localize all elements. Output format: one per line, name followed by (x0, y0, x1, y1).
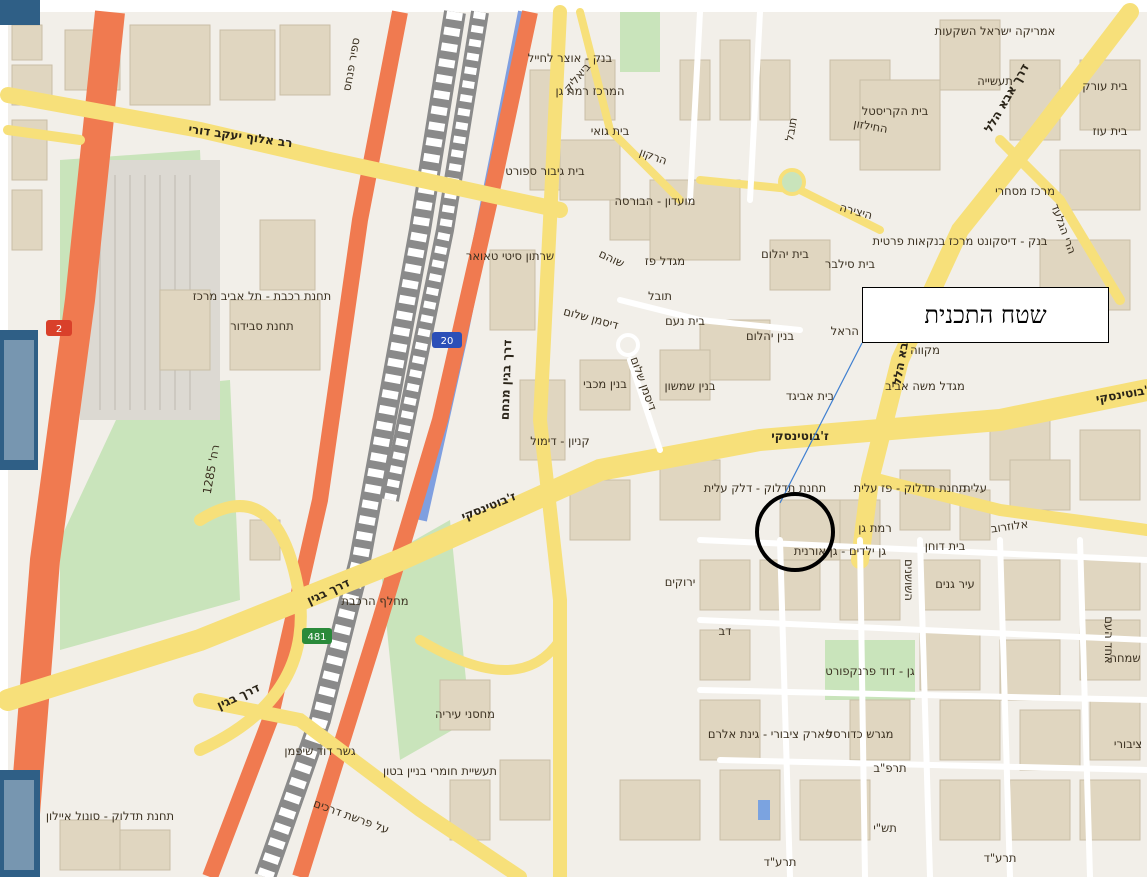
svg-text:2: 2 (56, 324, 62, 335)
svg-text:ירוקים: ירוקים (665, 575, 696, 589)
svg-text:20: 20 (441, 336, 454, 347)
svg-text:שמחה: שמחה (1110, 651, 1141, 665)
svg-text:מחלף הרכבת: מחלף הרכבת (341, 594, 408, 608)
shield-20: 20 (432, 332, 462, 348)
svg-text:בנק - דיסקונט מרכז בנקאות פרטי: בנק - דיסקונט מרכז בנקאות פרטית (873, 234, 1048, 248)
svg-text:תש"י: תש"י (873, 821, 897, 835)
svg-text:תחנת תדלוק - דלק עלית: תחנת תדלוק - דלק עלית (704, 481, 827, 495)
shield-2: 2 (46, 320, 72, 336)
buildings (11, 19, 1141, 871)
plan-area-label: שטח התכנית (924, 300, 1047, 329)
shield-481: 481 (302, 628, 332, 644)
place-labels: בנק - אוצר לחייל המרכז רמת גן בית גואי ב… (46, 24, 1142, 869)
svg-text:בית עורק: בית עורק (1082, 79, 1128, 93)
svg-text:פארק ציבורי - גינת אלרם: פארק ציבורי - גינת אלרם (708, 727, 832, 741)
svg-text:בית עוז: בית עוז (1093, 124, 1128, 138)
svg-text:גשר דוד שיפמן: גשר דוד שיפמן (284, 744, 355, 758)
svg-text:בית גואי: בית גואי (591, 124, 630, 138)
minor-roads (617, 9, 1147, 877)
railway-track (254, 10, 489, 877)
svg-text:בנין שמשון: בנין שמשון (665, 379, 716, 393)
svg-text:קניון - דימול: קניון - דימול (530, 434, 589, 448)
svg-text:בית דוחן: בית דוחן (925, 539, 966, 553)
svg-text:תחנת רכבת - תל אביב מרכז: תחנת רכבת - תל אביב מרכז (193, 289, 331, 303)
svg-text:תובל: תובל (648, 289, 672, 303)
svg-text:גן - דוד פרנקפורט: גן - דוד פרנקפורט (825, 664, 915, 678)
svg-text:עלית: עלית (963, 481, 987, 495)
svg-text:תעשייה: תעשייה (977, 74, 1013, 88)
svg-text:בית סילבר: בית סילבר (825, 257, 875, 271)
svg-text:החילזון: החילזון (853, 116, 889, 136)
svg-text:מגדל פז: מגדל פז (645, 254, 685, 268)
svg-text:בנין יהלום: בנין יהלום (746, 329, 794, 343)
plan-area-callout: שטח התכנית (862, 287, 1109, 343)
roundabout (778, 168, 806, 196)
svg-text:רמת גן: רמת גן (858, 521, 891, 535)
svg-text:בית נעם: בית נעם (665, 314, 705, 328)
svg-text:תובל: תובל (782, 116, 800, 142)
svg-text:דרך בגין מנחם: דרך בגין מנחם (498, 339, 515, 420)
svg-text:תרע"ד: תרע"ד (984, 851, 1017, 865)
svg-text:השושנים: השושנים (902, 559, 916, 601)
highway-ayalon (5, 10, 538, 877)
svg-text:מרכז מסחרי: מרכז מסחרי (995, 184, 1055, 198)
svg-text:אמריקה ישראל השקעות: אמריקה ישראל השקעות (935, 24, 1056, 38)
svg-text:481: 481 (307, 632, 326, 643)
svg-text:בנין מכבי: בנין מכבי (583, 377, 627, 391)
svg-text:מקווה: מקווה (910, 343, 940, 357)
svg-text:המרכז רמת גן: המרכז רמת גן (556, 84, 625, 98)
svg-text:בית הקריסטל: בית הקריסטל (862, 104, 929, 118)
emblem-left-top (0, 0, 40, 25)
callout-leader-line (779, 342, 863, 504)
svg-text:בנק - אוצר לחייל: בנק - אוצר לחייל (528, 51, 613, 65)
pool-marker (758, 800, 770, 820)
svg-text:תרע"ד: תרע"ד (764, 855, 797, 869)
svg-text:תחנת תדלוק - סונול איילון: תחנת תדלוק - סונול איילון (46, 809, 174, 823)
svg-text:מגדל משה אביב: מגדל משה אביב (885, 379, 965, 393)
roundabout-2 (616, 333, 640, 357)
svg-text:מחסני עיריה: מחסני עיריה (435, 707, 495, 721)
svg-text:דב: דב (719, 624, 732, 638)
svg-text:שרתון סיטי טאואר: שרתון סיטי טאואר (466, 249, 554, 263)
major-roads (0, 3, 1147, 877)
svg-text:ז'בוטינסקי: ז'בוטינסקי (771, 429, 829, 443)
svg-text:ציבורי: ציבורי (1114, 737, 1142, 751)
svg-text:גן ילדים - גן אורנית: גן ילדים - גן אורנית (794, 544, 886, 558)
svg-text:מגרש כדורסל: מגרש כדורסל (827, 727, 894, 741)
emblem-left-mid (0, 330, 38, 470)
svg-text:תעשיית חומרי בניין בטון: תעשיית חומרי בניין בטון (383, 764, 497, 778)
svg-text:תרפ"ב: תרפ"ב (873, 761, 906, 775)
svg-text:בית אביגד: בית אביגד (786, 389, 835, 403)
svg-text:מועדון - הבורסה: מועדון - הבורסה (615, 194, 696, 208)
emblem-left-bottom (0, 770, 40, 877)
svg-text:בית גיבור ספורט: בית גיבור ספורט (505, 164, 585, 178)
svg-text:עיר גנים: עיר גנים (935, 577, 974, 591)
svg-text:אלוזרוב: אלוזרוב (990, 516, 1029, 535)
svg-text:בית יהלום: בית יהלום (761, 247, 809, 261)
svg-text:תחנת סבידור: תחנת סבידור (230, 319, 293, 333)
plan-area-marker (755, 492, 835, 572)
svg-text:אחד העם: אחד העם (1102, 616, 1116, 663)
svg-text:תחנת תדלוק - פז עלית: תחנת תדלוק - פז עלית (854, 481, 967, 495)
